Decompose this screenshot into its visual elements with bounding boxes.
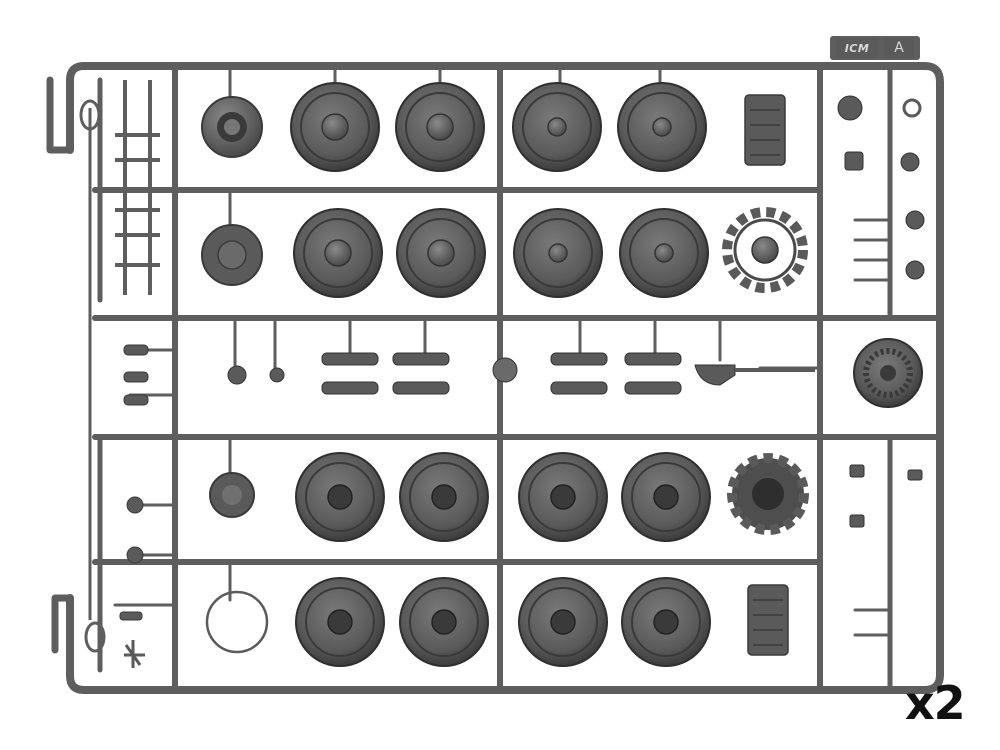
road-wheels-row-1 (290, 82, 707, 172)
sprocket-lower (727, 453, 809, 535)
quantity-multiplier: x2 (905, 676, 966, 730)
sprue-frame (46, 62, 944, 694)
brand-mark: ICM (836, 38, 878, 58)
road-wheels-row-2 (293, 208, 709, 298)
sprocket-upper (722, 207, 808, 293)
road-wheels-row-3 (295, 452, 711, 542)
middle-row-parts (227, 352, 815, 395)
small-parts-left (119, 344, 149, 668)
small-parts-right (837, 95, 925, 528)
sprue-letter: A (884, 38, 914, 58)
road-wheels-row-4 (295, 577, 711, 667)
grille-parts (744, 94, 789, 656)
tow-cable (79, 99, 106, 653)
idler-wheel (853, 338, 923, 408)
ladder-parts (115, 80, 160, 295)
hub-parts (201, 96, 269, 654)
